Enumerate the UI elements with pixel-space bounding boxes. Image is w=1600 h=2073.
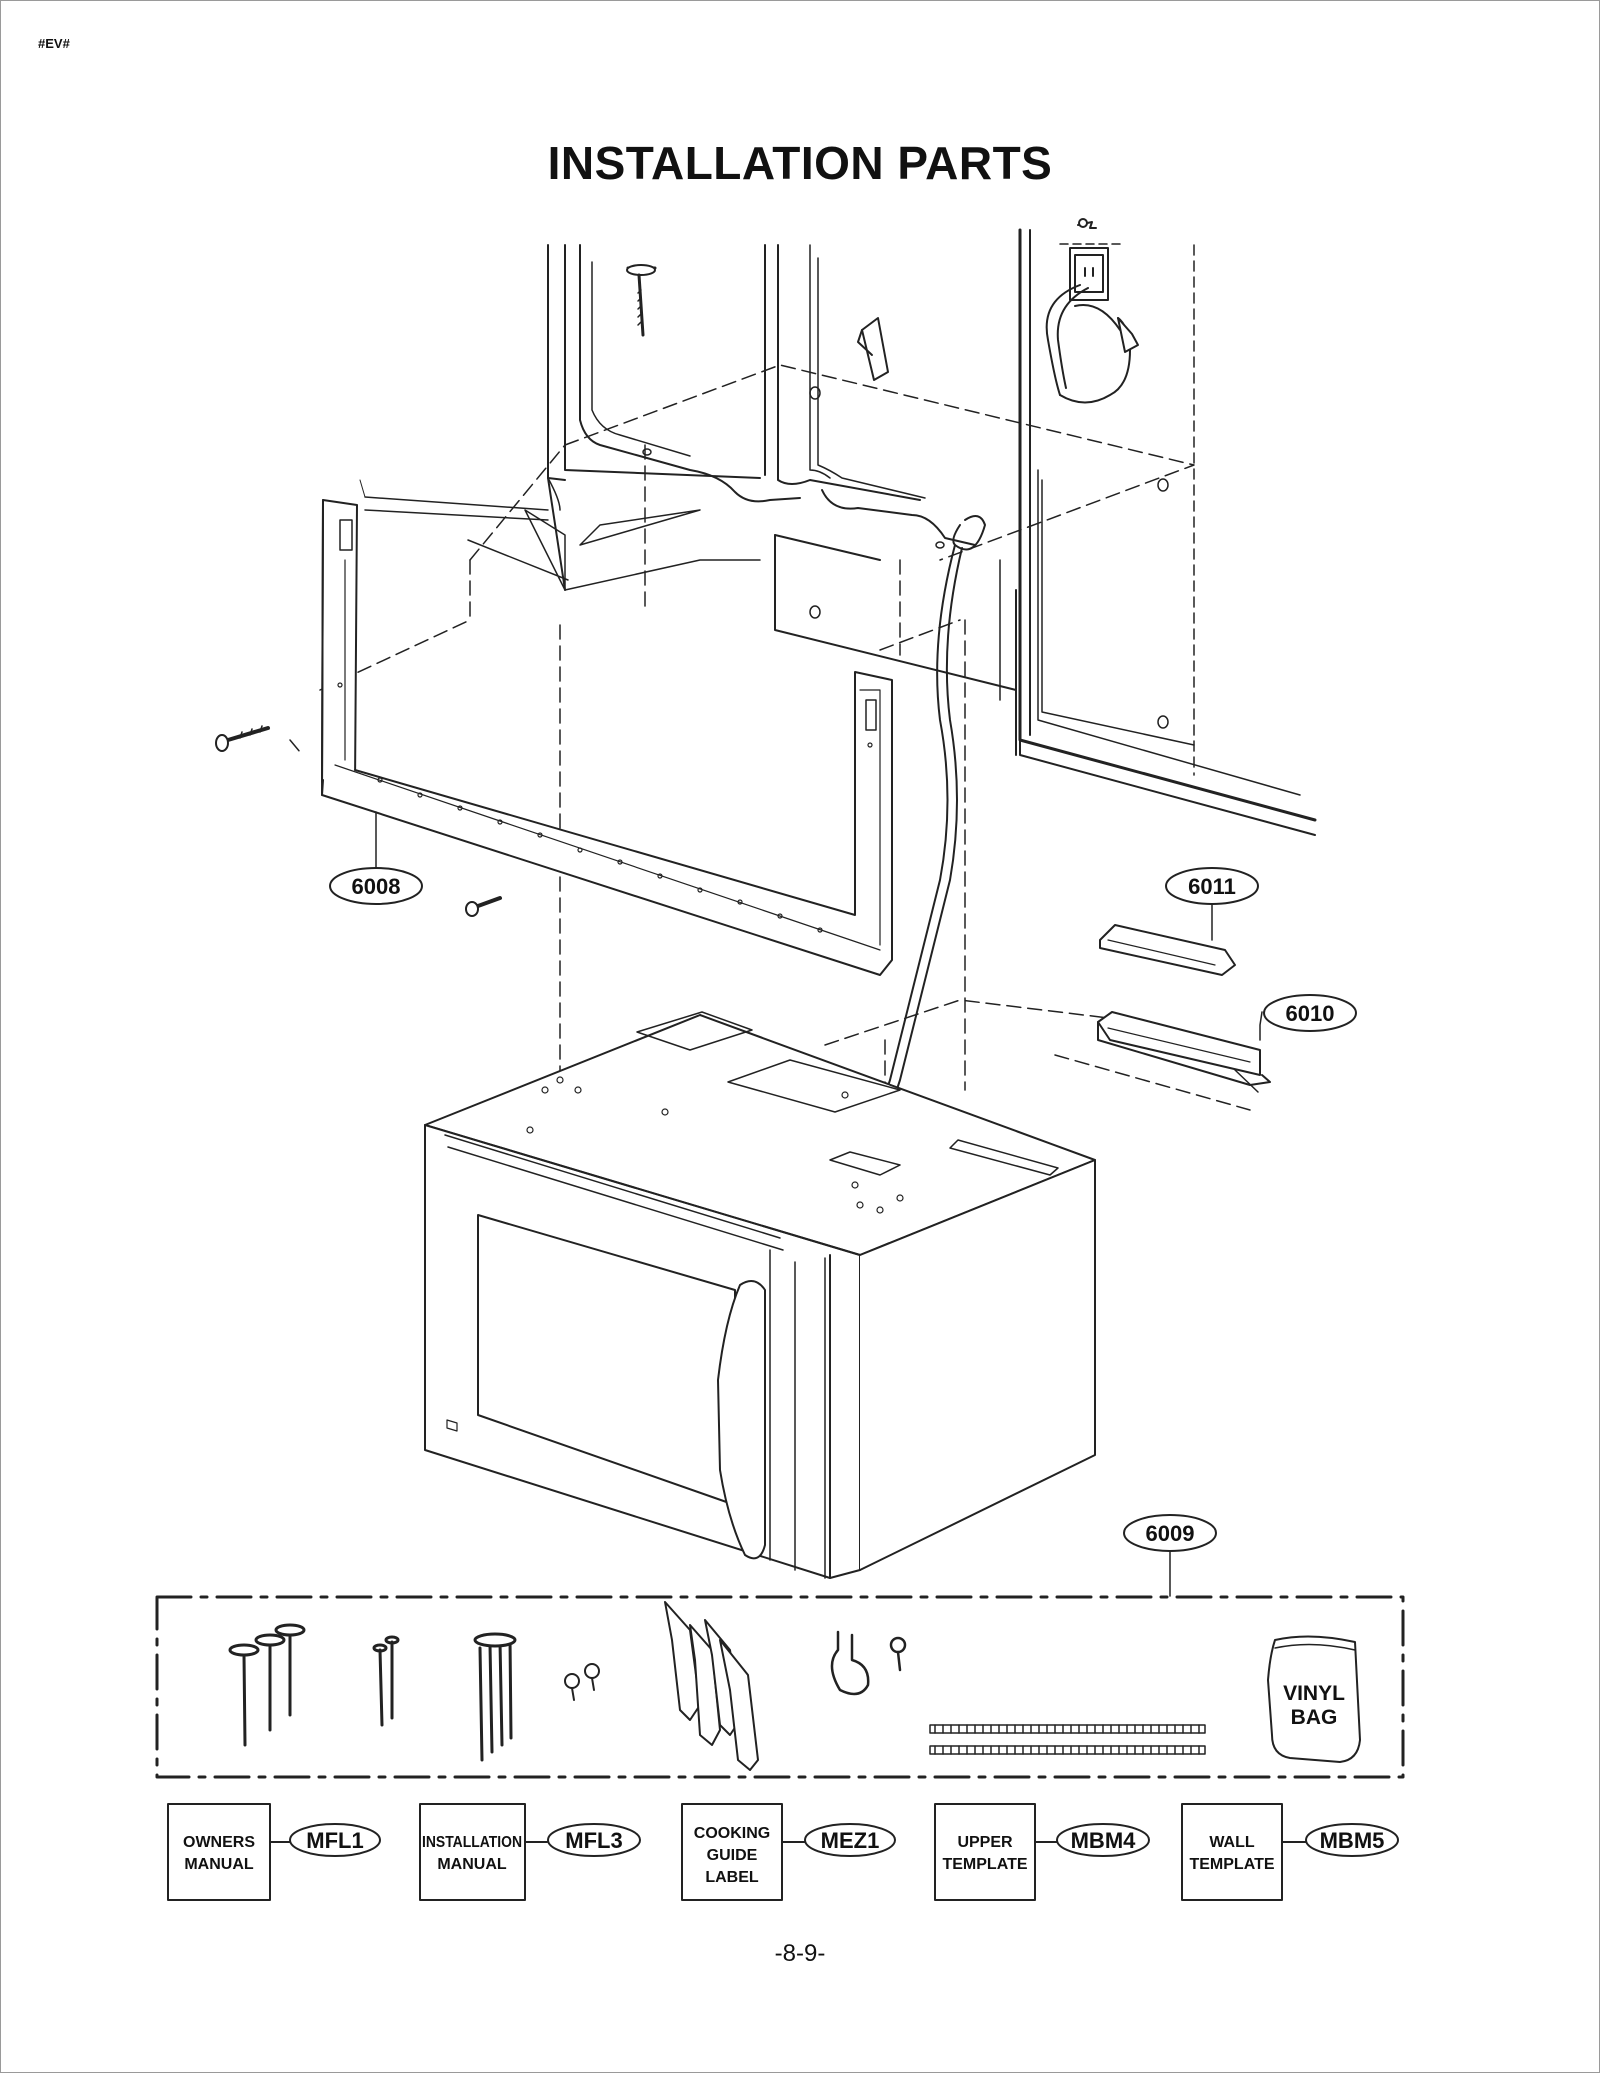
doc-installation-manual-line2: MANUAL	[437, 1856, 507, 1873]
doc-cooking-guide-line3: LABEL	[705, 1869, 759, 1886]
doc-cooking-guide-line2: GUIDE	[707, 1847, 758, 1864]
doc-wall-template: WALL TEMPLATE MBM5	[1181, 1803, 1399, 1901]
small-screws-icon	[564, 1663, 600, 1701]
bolts-bundle-icon	[473, 1632, 517, 1762]
doc-wall-template-line2: TEMPLATE	[1189, 1856, 1274, 1873]
doc-owners-manual-line2: MANUAL	[184, 1856, 254, 1873]
page-tag: #EV#	[38, 36, 70, 51]
cord-clamp-icon	[830, 1630, 907, 1696]
doc-owners-manual-line1: OWNERS	[183, 1834, 255, 1851]
doc-installation-manual-line1: INSTALLATION	[422, 1834, 522, 1851]
toggle-bolts-icon	[372, 1635, 400, 1727]
doc-wall-template-code: MBM5	[1320, 1828, 1385, 1853]
upper-cabinets	[359, 228, 1317, 836]
callout-6008: 6008	[329, 811, 423, 905]
cabinet-holes	[642, 386, 1169, 729]
callout-6009: 6009	[1123, 1514, 1217, 1597]
wall-screw-small-icon	[465, 896, 502, 917]
wall-screw-icon	[215, 725, 270, 752]
doc-owners-manual: OWNERS MANUAL MFL1	[167, 1803, 381, 1901]
callout-6011-label: 6011	[1188, 874, 1236, 899]
microwave-oven	[424, 1011, 1096, 1579]
doc-installation-manual: INSTALLATION MANUAL MFL3	[419, 1803, 641, 1901]
callout-6010-label: 6010	[1286, 1001, 1335, 1026]
doc-cooking-guide-code: MEZ1	[821, 1828, 880, 1853]
doc-upper-template-line1: UPPER	[957, 1834, 1013, 1851]
wing-anchors-icon	[664, 1601, 759, 1771]
long-screws-icon	[228, 1623, 306, 1747]
callout-6010: 6010	[1259, 994, 1357, 1041]
doc-wall-template-line1: WALL	[1209, 1834, 1255, 1851]
doc-owners-manual-code: MFL1	[306, 1828, 363, 1853]
callout-6009-label: 6009	[1146, 1521, 1195, 1546]
vinyl-bag-icon: VINYL BAG	[1267, 1635, 1361, 1763]
corner-bracket-icon	[857, 317, 889, 381]
doc-cooking-guide-label: COOKING GUIDE LABEL MEZ1	[681, 1803, 896, 1901]
part-6010-box	[1097, 1011, 1271, 1093]
page-title: INSTALLATION PARTS	[547, 137, 1053, 189]
doc-upper-template: UPPER TEMPLATE MBM4	[934, 1803, 1150, 1901]
vinyl-bag-line1: VINYL	[1283, 1682, 1345, 1705]
power-outlet-icon	[1059, 218, 1121, 301]
doc-upper-template-line2: TEMPLATE	[942, 1856, 1027, 1873]
doc-installation-manual-code: MFL3	[565, 1828, 622, 1853]
mounting-plate-6008	[321, 499, 893, 976]
page-number: -8-9-	[774, 1940, 826, 1967]
power-cord-icon	[1045, 284, 1139, 404]
vinyl-bag-line2: BAG	[1291, 1706, 1338, 1729]
hardware-kit-frame	[155, 1595, 1405, 1779]
doc-upper-template-code: MBM4	[1071, 1828, 1137, 1853]
adhesive-strips-icon	[929, 1724, 1206, 1755]
callout-6008-label: 6008	[352, 874, 401, 899]
callout-6011: 6011	[1165, 867, 1259, 941]
cabinet-screw-icon	[626, 264, 657, 337]
mounting-plane-lines	[289, 364, 1251, 1111]
part-6011-cover	[1099, 924, 1236, 976]
doc-cooking-guide-line1: COOKING	[694, 1825, 770, 1842]
power-cord-run	[877, 515, 986, 1126]
